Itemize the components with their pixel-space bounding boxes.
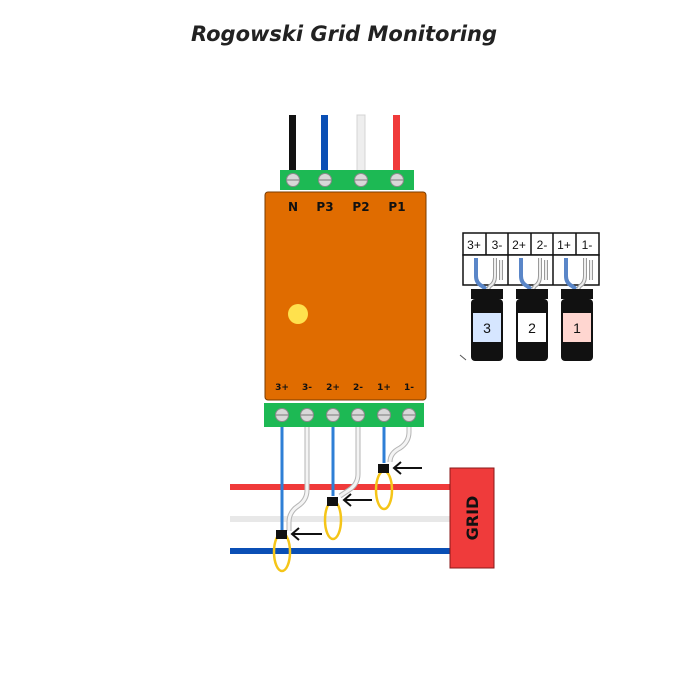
terminal-label-2minus: 2- [353, 383, 363, 393]
terminal-label-1minus: 1- [404, 383, 414, 393]
terminal-screw [318, 173, 332, 187]
connector-label-1minus: 1- [582, 238, 593, 252]
grid-box [449, 467, 495, 569]
arrow-left-icon [392, 461, 422, 475]
stray-mark [459, 354, 467, 361]
wire-p2 [356, 114, 366, 178]
bottom-terminal-labels: 3+ 3- 2+ 2- 1+ 1- [275, 383, 414, 393]
terminal-label-n: N [288, 200, 298, 214]
terminal-label-1plus: 1+ [377, 383, 391, 393]
terminal-screw [286, 173, 300, 187]
terminal-screw [354, 173, 368, 187]
connector-labels: 3+ 3- 2+ 2- 1+ 1- [467, 238, 592, 252]
sensor-clips [276, 464, 389, 539]
wire-p1 [393, 115, 400, 177]
terminal-label-3plus: 3+ [275, 383, 289, 393]
sensor-clip-1 [378, 464, 389, 473]
terminal-screw [300, 408, 314, 422]
connector-label-2minus: 2- [537, 238, 548, 252]
sensor-wires-white [286, 427, 412, 531]
connector-detail: 3+ 3- 2+ 2- 1+ 1- 3 [459, 232, 600, 361]
connector-socket [462, 254, 600, 286]
grid-line-red [230, 484, 452, 490]
sensor-label-2: 2 [528, 320, 536, 336]
module-body [264, 191, 427, 401]
arrow-left-icon [342, 493, 372, 507]
terminal-label-p3: P3 [316, 200, 333, 214]
connector-label-3plus: 3+ [467, 238, 481, 252]
top-terminal-labels: N P3 P2 P1 [288, 200, 406, 214]
page-title: Rogowski Grid Monitoring [191, 22, 497, 46]
grid-label: GRID [463, 496, 482, 541]
terminal-screw [326, 408, 340, 422]
sensor-label-3: 3 [483, 320, 491, 336]
connector-label-1plus: 1+ [557, 238, 571, 252]
supply-wires [289, 114, 400, 178]
terminal-label-3minus: 3- [302, 383, 312, 393]
sensor-clip-2 [327, 497, 338, 506]
pointer-arrows [290, 461, 422, 541]
sensor-plug-1: 1 [561, 258, 593, 361]
arrow-left-icon [290, 527, 322, 541]
sensor-plug-3: 3 [471, 258, 503, 361]
bottom-terminal-block [264, 403, 424, 427]
sensor-clip-3 [276, 530, 287, 539]
terminal-screw [402, 408, 416, 422]
wire-neutral [289, 115, 296, 177]
terminal-label-p1: P1 [388, 200, 405, 214]
grid-line-blue [230, 548, 452, 554]
connector-label-2plus: 2+ [512, 238, 526, 252]
sensor-plug-2: 2 [516, 258, 548, 361]
sensor-wires-blue [280, 427, 386, 531]
wire-p3 [321, 115, 328, 177]
terminal-label-2plus: 2+ [326, 383, 340, 393]
top-terminal-block [280, 170, 414, 190]
status-led [288, 304, 308, 324]
connector-label-3minus: 3- [492, 238, 503, 252]
terminal-label-p2: P2 [352, 200, 369, 214]
terminal-screw [275, 408, 289, 422]
sensor-label-1: 1 [573, 320, 581, 336]
terminal-screw [390, 173, 404, 187]
terminal-screw [351, 408, 365, 422]
terminal-screw [377, 408, 391, 422]
